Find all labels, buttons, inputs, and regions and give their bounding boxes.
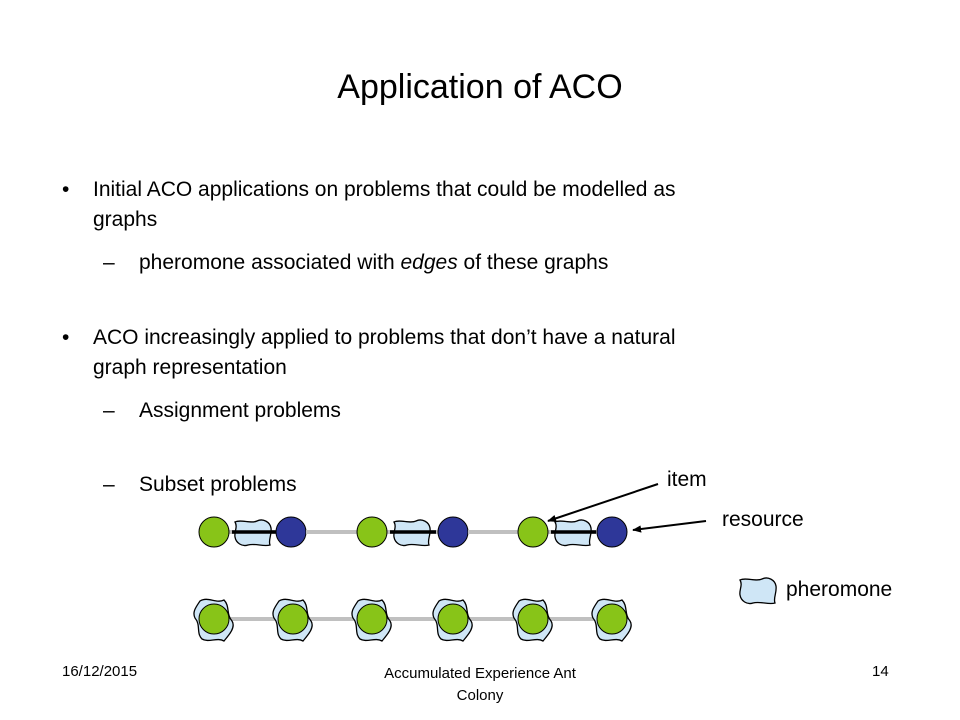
sub-bullet-1-1: – pheromone associated with edges of the…: [103, 250, 608, 276]
legend-pheromone-swatch: [739, 577, 777, 605]
bullet-1-text-cont: graphs: [93, 208, 158, 231]
sub-bullet-marker: –: [103, 251, 115, 274]
item-node: [437, 603, 469, 635]
item-node: [356, 516, 388, 548]
footer-title-line-2: Colony: [456, 687, 504, 704]
sub-bullet-2-2: – Subset problems: [103, 472, 297, 498]
resource-node: [437, 516, 469, 548]
resource-arrow: [632, 520, 707, 533]
footer-date: 16/12/2015: [62, 663, 138, 680]
assignment-row: [198, 516, 628, 548]
item-node: [517, 516, 549, 548]
resource-label: resource: [722, 508, 804, 531]
page-number: 14: [872, 663, 889, 680]
sub-bullet-marker: –: [103, 473, 115, 496]
item-node: [198, 603, 230, 635]
resource-node: [275, 516, 307, 548]
item-node: [517, 603, 549, 635]
footer-title-line-1: Accumulated Experience Ant: [384, 665, 576, 682]
pair-3: [517, 516, 628, 548]
bullet-marker: •: [62, 178, 70, 201]
pair-2: [356, 516, 469, 548]
item-node: [596, 603, 628, 635]
item-node: [198, 516, 230, 548]
sub-bullet-1-1-before: pheromone associated with: [139, 251, 401, 274]
item-arrow: [547, 483, 659, 522]
item-node: [277, 603, 309, 635]
item-label: item: [667, 468, 707, 491]
bullet-1-text: Initial ACO applications on problems tha…: [93, 178, 676, 201]
resource-node: [596, 516, 628, 548]
pair-1: [198, 516, 307, 548]
bullet-2-text-cont: graph representation: [93, 356, 287, 379]
subset-row: [193, 598, 632, 642]
sub-bullet-1-1-text: pheromone associated with edges of these…: [139, 250, 608, 276]
footer-title: Accumulated Experience Ant Colony: [320, 663, 640, 707]
sub-bullet-1-1-emphasis: edges: [400, 251, 458, 274]
slide-title: Application of ACO: [337, 68, 623, 106]
bullet-2-line-1: • ACO increasingly applied to problems t…: [62, 325, 676, 351]
sub-bullet-2-1: – Assignment problems: [103, 398, 341, 424]
bullet-1-line-1: • Initial ACO applications on problems t…: [62, 177, 676, 203]
item-node: [356, 603, 388, 635]
sub-bullet-marker: –: [103, 399, 115, 422]
sub-bullet-1-1-after: of these graphs: [457, 251, 609, 274]
bullet-marker: •: [62, 326, 70, 349]
sub-bullet-2-1-text: Assignment problems: [139, 399, 341, 422]
pheromone-label: pheromone: [786, 578, 893, 601]
sub-bullet-2-2-text: Subset problems: [139, 473, 297, 496]
bullet-2-text: ACO increasingly applied to problems tha…: [93, 326, 676, 349]
